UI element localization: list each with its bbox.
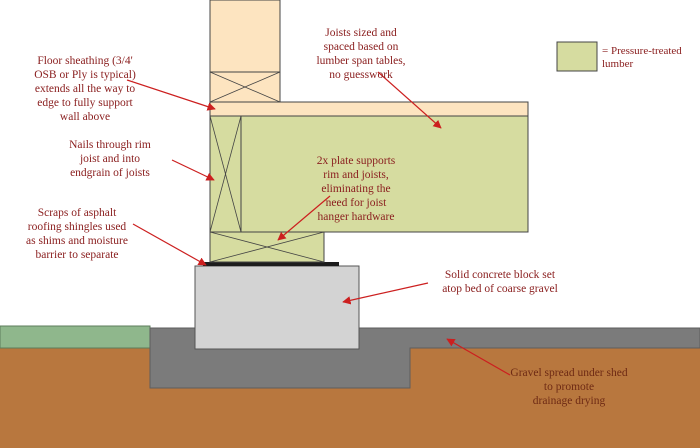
legend-label: = Pressure-treated lumber [602, 45, 682, 70]
grass [0, 325, 151, 349]
asphalt-shingles [203, 262, 339, 266]
floor-sheathing [209, 101, 529, 117]
arrow-shingles [132, 223, 207, 266]
rim-joist [209, 115, 242, 233]
concrete-block [194, 265, 360, 350]
label-block: Solid concrete block set atop bed of coa… [442, 269, 558, 295]
arrow-nails [171, 159, 215, 181]
label-plate: 2x plate supports rim and joists, elimin… [316, 155, 396, 223]
plate [209, 231, 325, 263]
arrow-gravel [446, 338, 511, 376]
label-gravel: Gravel spread under shed to promote drai… [510, 367, 628, 407]
wall-bottom-plate [209, 71, 281, 103]
arrow-plate [277, 195, 331, 241]
arrow-block [342, 282, 429, 305]
label-nails: Nails through rim joist and into endgrai… [69, 139, 151, 179]
label-joists: Joists sized and spaced based on lumber … [316, 27, 406, 81]
arrow-joists [377, 71, 442, 129]
wall-stud [209, 0, 281, 73]
arrow-sheathing [126, 79, 216, 111]
joist [240, 115, 529, 233]
label-sheathing: Floor sheathing (3/4' OSB or Ply is typi… [34, 55, 136, 123]
legend-swatch [556, 41, 598, 72]
label-shingles: Scraps of asphalt roofing shingles used … [26, 207, 128, 261]
